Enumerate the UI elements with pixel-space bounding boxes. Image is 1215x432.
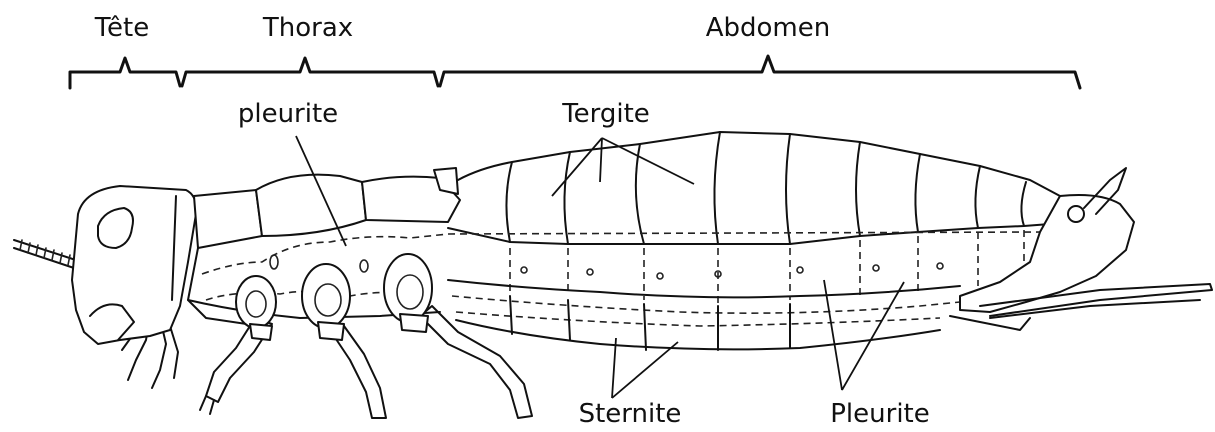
label-sternite: Sternite xyxy=(579,399,682,429)
thorax-brace xyxy=(182,58,438,86)
region-label-abdomen: Abdomen xyxy=(706,13,831,43)
label-abdomen-pleurite: Pleurite xyxy=(830,399,929,429)
abdomen-brace xyxy=(440,56,1080,88)
label-thorax-pleurite: pleurite xyxy=(238,99,338,129)
thorax xyxy=(188,168,460,340)
head xyxy=(72,186,196,344)
leader-abdomen-pleurite xyxy=(824,280,904,390)
region-label-thorax: Thorax xyxy=(262,13,353,43)
region-label-head: Tête xyxy=(94,13,149,43)
head-brace xyxy=(70,58,180,88)
label-tergite: Tergite xyxy=(561,99,650,129)
